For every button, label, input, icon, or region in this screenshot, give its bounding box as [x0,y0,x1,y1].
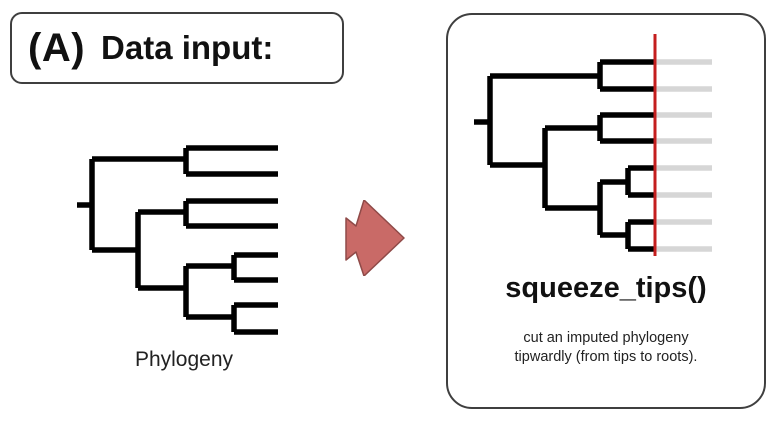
removed-tip-segments [656,59,712,252]
right-arrow-icon [345,200,405,276]
function-description: cut an imputed phylogeny tipwardly (from… [446,329,766,367]
phylogeny-caption: Phylogeny [134,348,234,371]
function-name: squeeze_tips() [505,272,707,304]
panel-label: (A) [28,25,86,70]
function-description-line: cut an imputed phylogeny [523,330,689,346]
function-panel [446,13,766,409]
panel-title-box: (A) Data input: [10,12,344,84]
function-description-line: tipwardly (from tips to roots). [514,349,698,365]
panel-title: Data input: [101,29,274,66]
